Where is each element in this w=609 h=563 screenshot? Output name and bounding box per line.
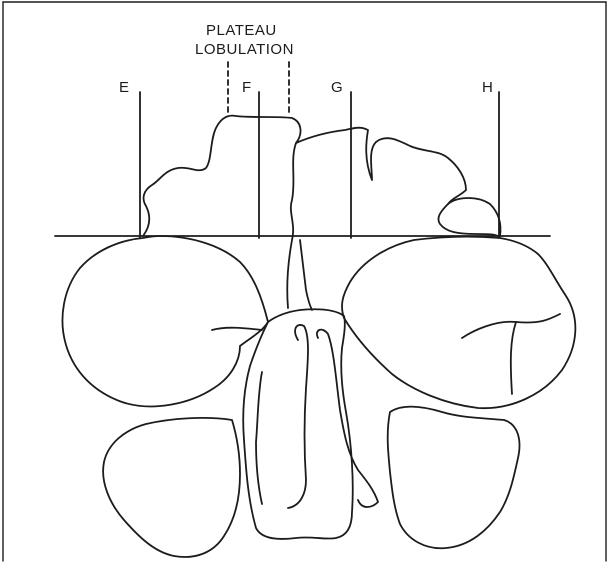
right-lobe-notch: [462, 314, 560, 338]
central-fissure-branch: [300, 240, 312, 310]
annotation-lobulation: LOBULATION: [195, 41, 294, 58]
small-lobe-h: [448, 198, 501, 236]
lower-left-lobe: [103, 418, 240, 557]
lower-right-lobe: [388, 407, 520, 549]
right-large-lobe: [342, 237, 575, 408]
marker-e-label: E: [119, 79, 130, 96]
annotation-plateau: PLATEAU: [206, 22, 277, 39]
central-plate: [243, 309, 353, 539]
central-ridge-left: [256, 372, 262, 504]
left-lobe-notch: [212, 328, 262, 330]
marker-f-label: F: [242, 79, 252, 96]
upper-lobulated-contour: [143, 116, 498, 236]
marker-g-label: G: [331, 79, 343, 96]
right-lobe-inner-line: [511, 322, 516, 394]
marker-h-label: H: [482, 79, 493, 96]
left-large-lobe: [62, 236, 268, 406]
central-fissure: [287, 143, 296, 308]
central-ridge-mid: [288, 325, 308, 508]
